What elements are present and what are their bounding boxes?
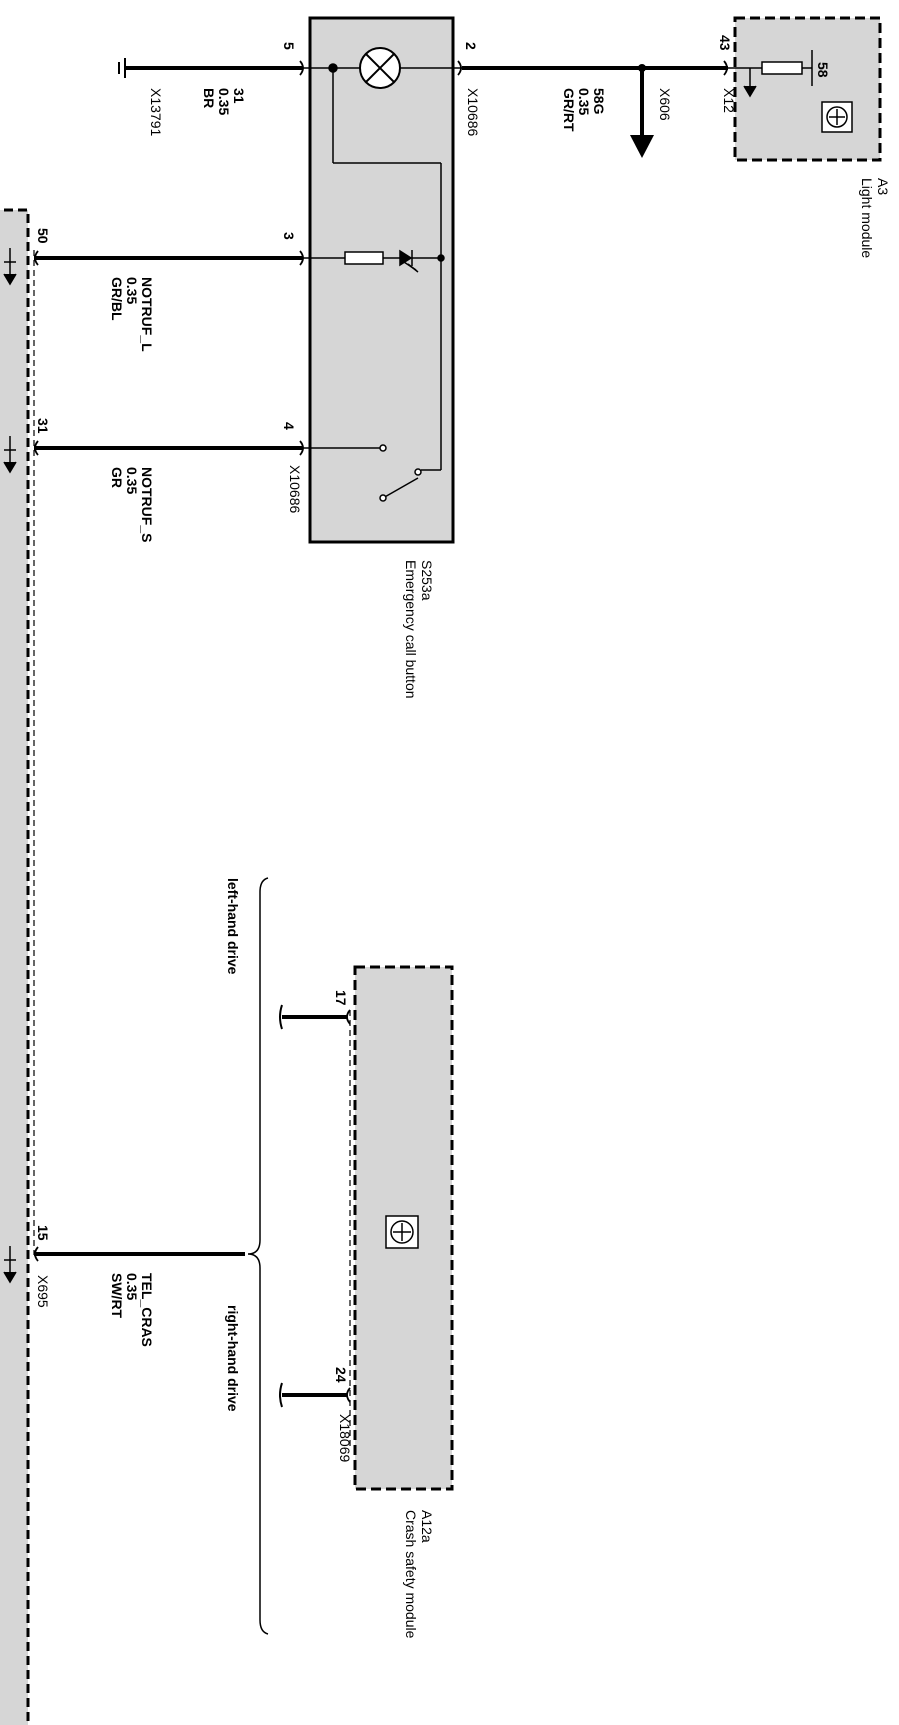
wire-gauge-label: 0.35 (124, 277, 140, 304)
component-id-label: A12a (419, 1510, 435, 1543)
wire-signal-label: NOTRUF_S (139, 467, 155, 542)
connector-label: X18069 (337, 1414, 353, 1462)
pin-label: 4 (281, 422, 297, 430)
ground-terminal-icon (118, 58, 126, 78)
wire-gauge-label: 0.35 (576, 88, 592, 115)
left-module-box (0, 208, 30, 1725)
wire-gauge-label: 0.35 (216, 88, 232, 115)
variant-label-lhd: left-hand drive (225, 878, 241, 975)
pin-label: 24 (333, 1367, 349, 1383)
control-unit-icon (821, 101, 853, 133)
pin-label: 3 (281, 232, 297, 240)
wire-color-label: SW/RT (109, 1273, 125, 1319)
wire-gauge-label: 0.35 (124, 1273, 140, 1300)
ground-arrow-icon (3, 248, 17, 286)
continuation-arrow-icon (630, 68, 654, 158)
variant-label-rhd: right-hand drive (225, 1305, 241, 1412)
light-module-box (733, 16, 882, 162)
pin-label: 43 (717, 35, 733, 51)
variant-brace (247, 877, 269, 1635)
pin-label: 31 (35, 418, 51, 434)
wire-break-icon (279, 1004, 283, 1030)
control-unit-icon (385, 1215, 419, 1249)
connector-label: X12 (721, 88, 737, 113)
component-id-label: A3 (875, 178, 891, 195)
pin-label: 50 (35, 228, 51, 244)
wire-color-label: GR/RT (561, 88, 577, 132)
lamp-icon (359, 47, 401, 89)
wire-signal-label: 31 (231, 88, 247, 104)
call-button-internal-wiring (303, 63, 462, 502)
wire-color-label: GR/BL (109, 277, 125, 321)
light-module-internal (728, 50, 813, 98)
wire-break-icon (279, 1382, 283, 1408)
connector-label: X695 (35, 1275, 51, 1308)
pin-label: 2 (463, 42, 479, 50)
connector-cups (34, 60, 728, 1403)
connector-label: X13791 (148, 88, 164, 136)
component-name-label: Crash safety module (403, 1510, 419, 1639)
wire-color-label: BR (201, 88, 217, 108)
wire-signal-label: NOTRUF_L (139, 277, 155, 352)
component-name-label: Light module (859, 178, 875, 258)
ground-arrow-icon (3, 436, 17, 474)
pin-label: 58 (815, 62, 831, 78)
wire-signal-label: TEL_CRAS (139, 1273, 155, 1347)
component-name-label: Emergency call button (403, 560, 419, 699)
ground-arrow-icon (3, 1246, 17, 1284)
connector-label: X10686 (287, 465, 303, 513)
connector-label: X10686 (465, 88, 481, 136)
pin-label: 17 (333, 990, 349, 1006)
pin-label: 5 (281, 42, 297, 50)
led-icon (399, 249, 419, 273)
wire-color-label: GR (109, 467, 125, 488)
wire-signal-label: 58G (591, 88, 607, 115)
connector-label: X606 (657, 88, 673, 121)
call-button-box (308, 16, 455, 544)
component-id-label: S253a (419, 560, 435, 601)
pin-label: 15 (35, 1225, 51, 1241)
wire-gauge-label: 0.35 (124, 467, 140, 494)
